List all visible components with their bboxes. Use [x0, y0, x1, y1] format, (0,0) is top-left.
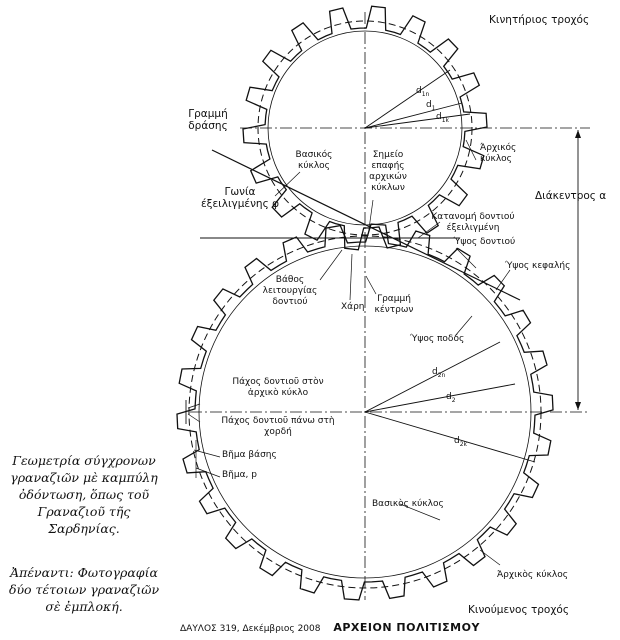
- d1-symbol: d1: [426, 100, 436, 112]
- leader-circular-pitch: [195, 467, 221, 478]
- thickness-pitch-label: Πάχος δοντιοῦ στὸν ἀρχικὸ κύκλο: [232, 377, 324, 398]
- leader-involute: [417, 221, 441, 239]
- line-of-action-label: Γραμμή δράσης: [188, 108, 228, 132]
- leader-base-bottom: [399, 503, 441, 521]
- pitch-circle-bottom-label: Ἀρχικὸς κύκλος: [497, 570, 568, 580]
- center-distance-arrow-bottom: [575, 402, 581, 410]
- leader-thickness-pitch: [187, 403, 201, 409]
- d1n-vector: [364, 69, 451, 129]
- d2k-symbol: d2k: [454, 436, 468, 448]
- clearance-label: Χάρη: [341, 302, 365, 312]
- line-of-action: [211, 149, 521, 301]
- thickness-chord-label: Πάχος δοντιοῦ πάνω στὴ χορδή: [221, 416, 335, 437]
- leader-base-top: [274, 171, 301, 197]
- base-pitch-label: Βῆμα βάσης: [222, 450, 277, 460]
- leader-clearance: [349, 253, 353, 301]
- base-circle-bottom-label: Βασικὸς κύκλος: [372, 499, 444, 509]
- d1k-sub: 1k: [441, 116, 450, 124]
- leader-pitch-bottom: [479, 549, 501, 566]
- pressure-angle-label: Γωνία έξειλιγμένης φ: [200, 186, 280, 210]
- d2k-sub: 2k: [459, 440, 468, 448]
- driven-gear: [176, 223, 554, 601]
- d2k-vector: [364, 411, 536, 463]
- working-depth-label: Βάθος λειτουργίας δοντιού: [262, 275, 318, 307]
- d1n-symbol: d1n: [416, 86, 430, 98]
- d2-symbol: d2: [446, 392, 456, 404]
- d2-vector: [364, 383, 516, 413]
- leader-tooth-height: [455, 247, 477, 269]
- circular-pitch-label: Βῆμα, p: [222, 470, 257, 480]
- d1-vector: [364, 102, 463, 129]
- d1k-vector: [364, 113, 471, 129]
- leader-pitch-point: [367, 199, 374, 237]
- pitch-point-label: Σημείο επαφής αρχικών κύκλων: [369, 150, 407, 193]
- d1-sub: 1: [431, 104, 436, 112]
- addendum-label: Ύψος κεφαλής: [505, 261, 571, 271]
- d2n-vector: [364, 341, 501, 413]
- driver-gear-label: Κινητήριος τροχός: [489, 14, 590, 26]
- d1k-symbol: d1k: [436, 112, 450, 124]
- driver-gear-outline: [242, 5, 488, 251]
- d2n-symbol: d2n: [432, 367, 446, 379]
- leader-dedendum: [454, 315, 473, 337]
- leader-addendum: [495, 269, 511, 291]
- leader-thickness-chord: [187, 413, 201, 423]
- driver-gear: [242, 5, 488, 251]
- leader-base-pitch: [193, 449, 221, 458]
- pitch-circle-top-label: Άρχικός κύκλος: [480, 143, 517, 164]
- center-distance-arrow-top: [575, 130, 581, 138]
- d2-sub: 2: [451, 396, 456, 404]
- leader-center-line: [365, 275, 377, 295]
- base-circle-top-label: Βασικός κύκλος: [295, 150, 333, 171]
- center-distance-label: Διάκεντρος α: [535, 190, 607, 202]
- d2n-sub: 2n: [437, 371, 446, 379]
- footer-brand: ΑΡΧΕΙΟΝ ΠΟΛΙΤΙΣΜΟΥ: [333, 621, 480, 634]
- leader-pitch-top: [465, 139, 477, 161]
- footer-issue: ΔΑΥΛΟΣ 319, Δεκέμβριος 2008: [180, 624, 321, 634]
- driven-gear-label: Κινούμενος τροχός: [468, 604, 570, 616]
- tooth-height-label: Ύψος δοντιού: [453, 237, 516, 247]
- figure-note: Ἀπέναντι: Φωτογραφία δύο τέτοιων γραναζι…: [8, 565, 160, 614]
- figure-caption: Γεωμετρία σύγχρονων γραναζιῶν μὲ καμπύλη…: [10, 453, 158, 536]
- center-line-label: Γραμμή κέντρων: [374, 294, 414, 315]
- involute-profile-label: Κατανομή δοντιού έξειλιγμένη: [431, 212, 515, 233]
- leader-working-depth: [319, 249, 343, 281]
- dedendum-label: Ύψος ποδός: [410, 334, 465, 344]
- d1n-sub: 1n: [421, 90, 430, 98]
- footer: ΔΑΥΛΟΣ 319, Δεκέμβριος 2008 ΑΡΧΕΙΟΝ ΠΟΛΙ…: [180, 621, 480, 634]
- driven-gear-outline: [176, 223, 554, 601]
